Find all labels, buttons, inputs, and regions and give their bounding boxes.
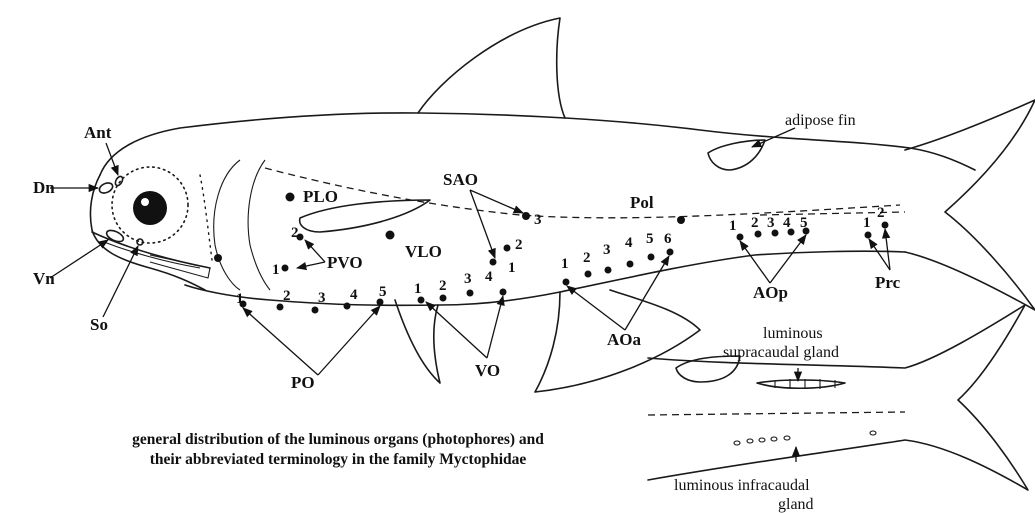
sao-number: 2 xyxy=(515,237,523,253)
vo-number: 3 xyxy=(464,271,472,287)
label-pol: Pol xyxy=(630,193,654,212)
note-supracaudal-line1: luminous xyxy=(763,325,823,342)
label-aoa: AOa xyxy=(607,330,642,349)
infracaudal-glands xyxy=(734,431,876,445)
aoa-number: 1 xyxy=(561,256,569,272)
dn-organ xyxy=(98,181,114,195)
note-supracaudal-line2: supracaudal gland xyxy=(723,344,839,361)
label-pvo: PVO xyxy=(327,253,363,272)
po-number: 3 xyxy=(318,290,326,306)
caption-line2: their abbreviated terminology in the fam… xyxy=(150,451,527,468)
aop-number: 4 xyxy=(783,215,791,231)
eye-pupil xyxy=(133,191,167,225)
aop-number: 5 xyxy=(800,215,808,231)
aoa-number: 6 xyxy=(664,231,672,247)
label-po: PO xyxy=(291,373,315,392)
label-plo: PLO xyxy=(303,187,338,206)
label-aop: AOp xyxy=(753,283,788,302)
caudal-inset xyxy=(648,305,1028,490)
aoa-number: 2 xyxy=(583,250,591,266)
po-number: 5 xyxy=(379,284,387,300)
caption-line1: general distribution of the luminous org… xyxy=(132,431,544,448)
fish-outline xyxy=(90,18,1035,392)
label-ant: Ant xyxy=(84,123,112,142)
prc-number: 2 xyxy=(877,205,885,221)
po-number: 2 xyxy=(283,288,291,304)
aoa-number: 4 xyxy=(625,235,633,251)
vo-number: 1 xyxy=(414,281,422,297)
po-number: 1 xyxy=(236,291,244,307)
aop-number: 2 xyxy=(751,215,759,231)
note-adipose-fin: adipose fin xyxy=(785,112,856,129)
prc-number: 1 xyxy=(863,215,871,231)
aop-number: 3 xyxy=(767,215,775,231)
pvo-number: 2 xyxy=(291,225,299,241)
sao-number: 1 xyxy=(508,260,516,276)
po-number: 4 xyxy=(350,287,358,303)
pvo-number: 1 xyxy=(272,262,280,278)
aop-number: 1 xyxy=(729,218,737,234)
aoa-number: 3 xyxy=(603,242,611,258)
vn-organ xyxy=(105,228,125,244)
aoa-number: 5 xyxy=(646,231,654,247)
vo-number: 4 xyxy=(485,269,493,285)
supracaudal-gland xyxy=(757,380,845,388)
label-vo: VO xyxy=(475,361,500,380)
vo-number: 2 xyxy=(439,278,447,294)
label-sao: SAO xyxy=(443,170,478,189)
note-infracaudal-line1: luminous infracaudal xyxy=(674,477,810,494)
sao-number: 3 xyxy=(534,212,542,228)
label-vlo: VLO xyxy=(405,242,442,261)
label-so: So xyxy=(90,315,108,334)
label-vn: Vn xyxy=(33,269,55,288)
label-prc: Prc xyxy=(875,273,901,292)
ant-organ xyxy=(114,175,124,187)
note-infracaudal-line2: gland xyxy=(778,496,814,513)
